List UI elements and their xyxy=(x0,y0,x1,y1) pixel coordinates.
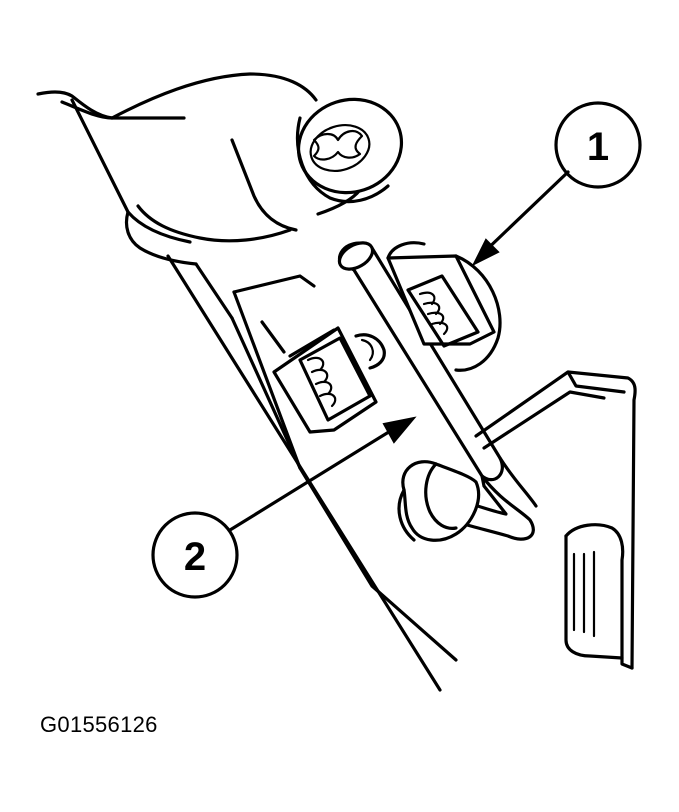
nut-lower xyxy=(272,326,386,434)
callout-2-circle xyxy=(151,511,239,599)
callout-2: 2 xyxy=(151,416,417,599)
callout-1: 1 xyxy=(471,101,642,267)
callout-1-number: 1 xyxy=(587,125,609,169)
nut-upper xyxy=(386,241,502,372)
frame-bracket xyxy=(36,72,458,692)
callout-1-arrowhead xyxy=(471,238,500,267)
side-bracket xyxy=(397,370,637,670)
callout-2-leader xyxy=(228,428,394,532)
retainer-spring xyxy=(337,241,538,541)
callout-1-circle xyxy=(554,101,642,189)
figure-id-label: G01556126 xyxy=(40,712,158,737)
screw-head xyxy=(295,97,404,204)
callout-2-number: 2 xyxy=(184,535,206,579)
callout-1-leader xyxy=(478,170,570,258)
callout-2-arrowhead xyxy=(382,416,417,444)
